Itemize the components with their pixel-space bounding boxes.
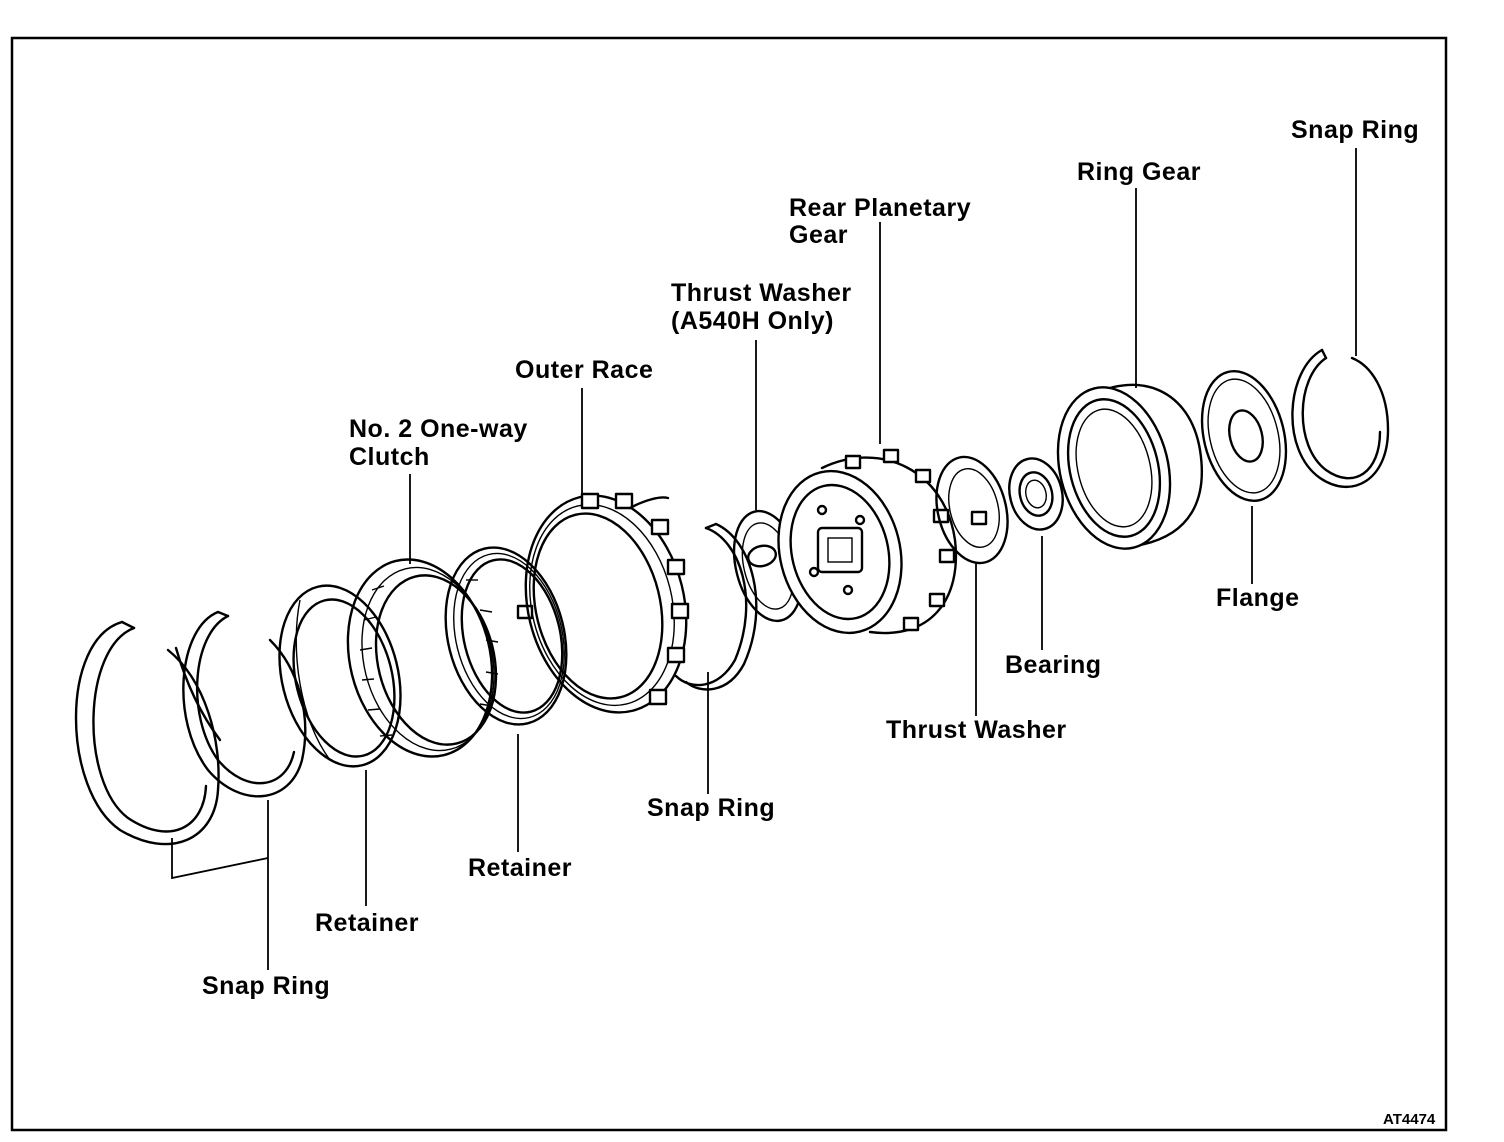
label-rear-planetary-gear-line2: Gear	[789, 221, 848, 249]
label-no2-one-way-clutch-line2: Clutch	[349, 443, 430, 471]
flange-part	[1200, 370, 1288, 502]
snap-ring-second-left	[174, 610, 307, 798]
bearing-part	[1008, 457, 1064, 531]
label-bearing: Bearing	[1005, 651, 1102, 679]
label-thrust-washer: Thrust Washer	[886, 716, 1067, 744]
snap-ring-large-left	[74, 620, 220, 846]
label-flange: Flange	[1216, 584, 1300, 612]
label-retainer-left: Retainer	[315, 909, 419, 937]
figure-code: AT4474	[1383, 1111, 1436, 1128]
label-thrust-washer-a540h-line2: (A540H Only)	[671, 307, 834, 335]
retainer-left-part	[278, 584, 402, 768]
label-thrust-washer-a540h-line1: Thrust Washer	[671, 279, 852, 307]
diagram-frame	[10, 36, 1448, 1132]
outer-race-part	[524, 492, 690, 714]
label-ring-gear: Ring Gear	[1077, 158, 1201, 186]
rear-planetary-gear-part	[777, 448, 958, 635]
ring-gear-part	[1056, 383, 1204, 550]
label-rear-planetary-gear-line1: Rear Planetary	[789, 194, 971, 222]
thrust-washer-part	[935, 455, 1009, 565]
leader-lines	[171, 148, 1357, 970]
label-snap-ring-center: Snap Ring	[647, 794, 775, 822]
label-no2-one-way-clutch-line1: No. 2 One-way	[349, 415, 528, 443]
label-outer-race: Outer Race	[515, 356, 653, 384]
retainer-center-part	[444, 546, 568, 726]
label-snap-ring-bottom-left: Snap Ring	[202, 972, 330, 1000]
label-retainer-center: Retainer	[468, 854, 572, 882]
label-snap-ring-top-right: Snap Ring	[1291, 116, 1419, 144]
no2-one-way-clutch-part	[346, 558, 499, 758]
snap-ring-top-right-part	[1291, 348, 1390, 489]
